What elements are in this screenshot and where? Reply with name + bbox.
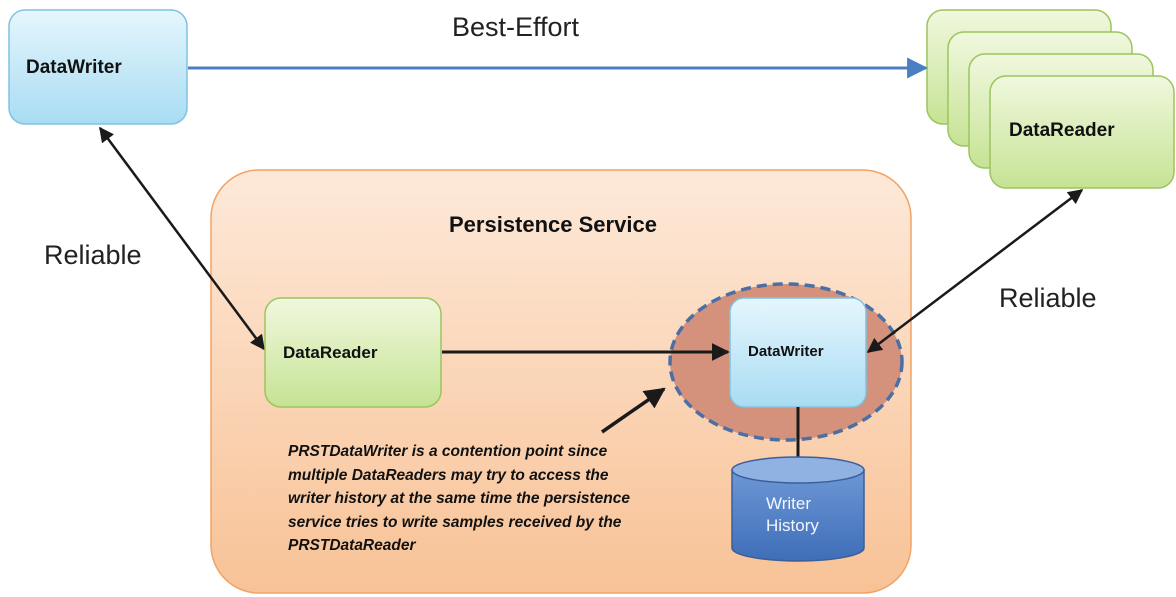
service-datareader-box bbox=[264, 297, 442, 408]
contention-note: PRSTDataWriter is a contention point sin… bbox=[288, 440, 718, 558]
service-datawriter-label: DataWriter bbox=[748, 343, 824, 360]
reliable-arrow-left bbox=[98, 126, 266, 351]
top-datareader-label: DataReader bbox=[1009, 120, 1115, 141]
service-title: Persistence Service bbox=[449, 212, 657, 237]
reliable-left-label: Reliable bbox=[44, 240, 142, 270]
note-pointer-arrow bbox=[601, 387, 666, 434]
datareader-stack bbox=[926, 9, 1175, 189]
note-line: PRSTDataWriter is a contention point sin… bbox=[288, 443, 608, 460]
note-line: multiple DataReaders may try to access t… bbox=[288, 466, 609, 484]
writer-history-label-line1: Writer bbox=[766, 494, 812, 513]
note-line: service tries to write samples received … bbox=[288, 513, 622, 531]
writer-history-cylinder bbox=[731, 456, 865, 562]
reliable-arrow-right bbox=[866, 189, 1084, 353]
best-effort-label: Best-Effort bbox=[452, 12, 580, 42]
service-datareader-label: DataReader bbox=[283, 343, 378, 362]
reliable-right-label: Reliable bbox=[999, 283, 1097, 313]
top-datawriter-label: DataWriter bbox=[26, 57, 122, 78]
writer-history-label-line2: History bbox=[766, 516, 819, 535]
top-datawriter-box bbox=[8, 9, 188, 125]
note-line: writer history at the same time the pers… bbox=[288, 490, 630, 507]
note-line: PRSTDataReader bbox=[288, 537, 416, 554]
